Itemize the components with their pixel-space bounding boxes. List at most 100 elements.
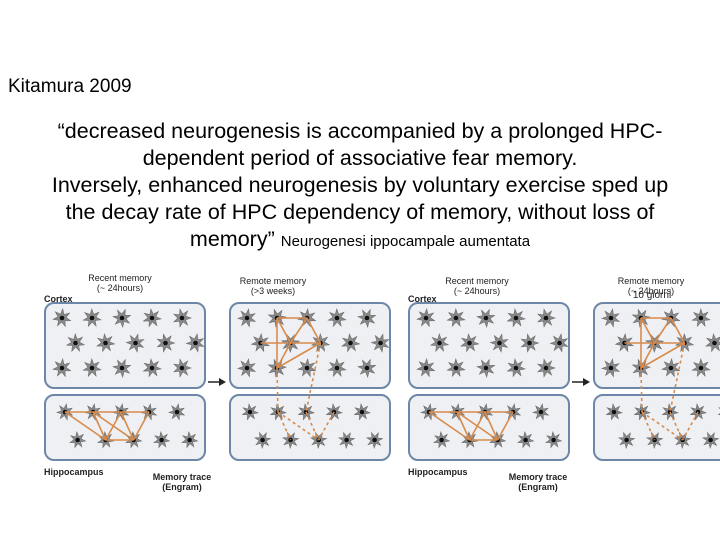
right-recent-cortex-neuron-13-nucleus <box>513 365 519 371</box>
left-remote-cortex-neuron-8-nucleus <box>348 340 353 346</box>
right-remote-cortex-neuron-13-nucleus <box>698 365 704 371</box>
left-remote-hpc-link-1 <box>305 411 320 441</box>
left-remote-hpc-neuron-8-nucleus <box>344 437 349 443</box>
right-recent-cortex-neuron-0-nucleus <box>423 315 429 321</box>
left-remote-cortex-neuron-14-nucleus <box>364 365 370 371</box>
right-figure-caption: Neurogenesi ippocampale aumentata <box>280 233 531 250</box>
right-remote-cortex-link-8 <box>640 342 685 369</box>
right-transition-arrow-head <box>583 378 590 386</box>
right-recent-cortex-neuron-3-nucleus <box>513 315 519 321</box>
right-recent-hpc-box <box>408 394 570 461</box>
left-remote-cortex-neuron-10-nucleus <box>244 365 250 371</box>
left-recent-cortex-neuron-1-nucleus <box>89 315 95 321</box>
right-recent-hpc-neuron-4-nucleus <box>538 409 544 415</box>
quote-line-2: dependent period of associative fear mem… <box>142 146 578 170</box>
right-cortex-label: Cortex <box>408 294 437 304</box>
left-recent-cortex-neuron-9-nucleus <box>193 340 198 346</box>
left-remote-cortex-link-2 <box>289 317 308 344</box>
left-hippocampus-label: Hippocampus <box>44 467 104 477</box>
right-remote-cortex-neuron-0-nucleus <box>608 315 614 321</box>
left-cortex-label: Cortex <box>44 294 73 304</box>
right-recent-cortex-neuron-9-nucleus <box>557 340 562 346</box>
left-recent-cortex-neuron-14-nucleus <box>179 365 185 371</box>
left-remote-cortex-link-8 <box>276 342 321 369</box>
left-cortex-hpc-link-0 <box>276 367 279 413</box>
left-transition-arrow-head <box>219 378 226 386</box>
left-recent-cortex-neuron-11-nucleus <box>89 365 95 371</box>
right-recent-cortex-neuron-11-nucleus <box>453 365 459 371</box>
left-recent-hpc-neuron-8-nucleus <box>159 437 164 443</box>
right-recent-cortex-neuron-8-nucleus <box>527 340 532 346</box>
right-remote-cortex-neuron-12-nucleus <box>668 365 674 371</box>
left-recent-hpc-neuron-4-nucleus <box>174 409 180 415</box>
citation: Kitamura 2009 <box>8 76 132 97</box>
left-remote-hpc-link-3 <box>317 411 335 441</box>
left-recent-hpc-box <box>44 394 206 461</box>
right-remote-cortex-link-5 <box>670 317 686 344</box>
left-recent-cortex-neuron-10-nucleus <box>59 365 65 371</box>
right-recent-cortex-neuron-6-nucleus <box>467 340 472 346</box>
left-remote-hpc-neuron-0-nucleus <box>247 409 253 415</box>
right-recent-hpc-link-6 <box>496 411 514 441</box>
right-remote-hpc-link-3 <box>681 411 699 441</box>
left-remote-hpc-neuron-4-nucleus <box>359 409 365 415</box>
left-recent-cortex-neuron-3-nucleus <box>149 315 155 321</box>
right-remote-cortex-neuron-8-nucleus <box>712 340 717 346</box>
right-cortex-hpc-link-0 <box>640 367 643 413</box>
right-remote-cortex-neuron-10-nucleus <box>608 365 614 371</box>
quote-line-4: the decay rate of HPC dependency of memo… <box>65 200 655 224</box>
left-recent-cortex-neuron-4-nucleus <box>179 315 185 321</box>
quote-line-1: “decreased neurogenesis is accompanied b… <box>57 119 663 143</box>
right-recent-cortex-neuron-1-nucleus <box>453 315 459 321</box>
left-recent-hpc-link-6 <box>132 411 150 441</box>
right-recent-hpc-link-5 <box>484 411 499 441</box>
left-recent-cortex-neuron-6-nucleus <box>103 340 108 346</box>
left-recent-label: Recent memory(~ 24hours) <box>88 273 152 293</box>
left-remote-cortex-neuron-0-nucleus <box>244 315 250 321</box>
left-remote-label: Remote memory(>3 weeks) <box>239 276 307 296</box>
left-remote-cortex-neuron-9-nucleus <box>378 340 383 346</box>
right-recent-cortex-box <box>408 302 570 389</box>
right-recent-cortex-neuron-12-nucleus <box>483 365 489 371</box>
left-recent-cortex-neuron-5-nucleus <box>73 340 78 346</box>
left-recent-hpc-neuron-5-nucleus <box>75 437 80 443</box>
right-trace-label: Memory trace(Engram) <box>508 472 568 492</box>
right-recent-cortex-neuron-5-nucleus <box>437 340 442 346</box>
right-remote-cortex-link-2 <box>653 317 672 344</box>
quote-block: “decreased neurogenesis is accompanied b… <box>0 118 720 255</box>
left-remote-hpc-neuron-9-nucleus <box>372 437 377 443</box>
right-recent-cortex-neuron-14-nucleus <box>543 365 549 371</box>
left-recent-cortex-neuron-12-nucleus <box>119 365 125 371</box>
left-recent-cortex-neuron-0-nucleus <box>59 315 65 321</box>
right-remote-hpc-link-1 <box>669 411 684 441</box>
left-remote-cortex-neuron-12-nucleus <box>304 365 310 371</box>
right-remote-cortex-link-1 <box>640 317 656 344</box>
right-remote-hpc-neuron-8-nucleus <box>708 437 713 443</box>
right-recent-hpc-neuron-9-nucleus <box>551 437 556 443</box>
left-recent-cortex-neuron-7-nucleus <box>133 340 138 346</box>
right-recent-cortex-neuron-4-nucleus <box>543 315 549 321</box>
right-remote-hpc-link-0 <box>641 411 656 441</box>
left-remote-cortex-neuron-3-nucleus <box>334 315 340 321</box>
right-remote-cortex-neuron-3-nucleus <box>698 315 704 321</box>
right-hippocampus-label: Hippocampus <box>408 467 468 477</box>
right-recent-cortex-neuron-7-nucleus <box>497 340 502 346</box>
right-recent-hpc-neuron-8-nucleus <box>523 437 528 443</box>
left-remote-hpc-neuron-5-nucleus <box>260 437 265 443</box>
right-remote-hpc-link-2 <box>641 411 684 441</box>
left-remote-cortex-neuron-13-nucleus <box>334 365 340 371</box>
right-recent-hpc-link-9 <box>468 411 486 441</box>
quote-end: memory” <box>189 227 275 251</box>
right-recent-label: Recent memory(~ 24hours) <box>445 276 509 296</box>
right-days-label: 10 giorni <box>632 290 672 301</box>
left-recent-cortex-neuron-2-nucleus <box>119 315 125 321</box>
right-recent-hpc-link-3 <box>428 411 471 441</box>
left-recent-cortex-neuron-8-nucleus <box>163 340 168 346</box>
left-trace-label: Memory trace(Engram) <box>152 472 212 492</box>
left-remote-cortex-link-5 <box>306 317 322 344</box>
right-remote-hpc-neuron-5-nucleus <box>624 437 629 443</box>
right-recent-hpc-link-4 <box>456 411 471 441</box>
left-recent-hpc-link-9 <box>104 411 122 441</box>
quote-line-3: Inversely, enhanced neurogenesis by volu… <box>51 173 669 197</box>
